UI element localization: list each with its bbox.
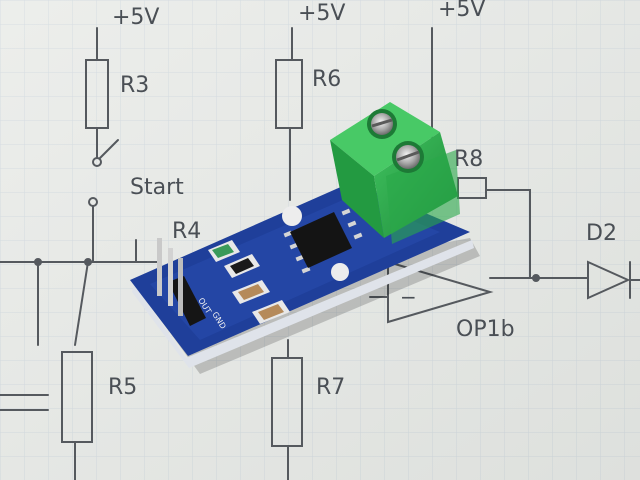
- header-pins: [157, 238, 206, 326]
- smd-resistor: [224, 254, 260, 278]
- smd-led: [208, 240, 240, 262]
- smd-capacitor-1: [232, 280, 270, 304]
- pcb-highlight: [150, 196, 440, 340]
- header-pin-2: [168, 248, 173, 306]
- mounting-hole-right: [331, 263, 349, 281]
- label-d2: D2: [586, 221, 617, 246]
- label-r7: R7: [316, 375, 345, 400]
- label-r5: R5: [108, 375, 137, 400]
- label-r8: R8: [454, 147, 483, 172]
- screw-terminal: [330, 102, 460, 244]
- smd-capacitor-2: [252, 300, 290, 324]
- label-r3: R3: [120, 73, 149, 98]
- current-sensor-chip: [283, 208, 363, 274]
- label-minus: −: [400, 285, 417, 309]
- sensor-module: OUT GND: [130, 102, 480, 374]
- mounting-hole-left: [282, 206, 302, 226]
- header-pin-3: [178, 258, 183, 316]
- label-supply-3: +5V: [438, 0, 485, 22]
- label-start: Start: [130, 175, 184, 200]
- header-pin-1: [157, 238, 162, 296]
- label-r6: R6: [312, 67, 341, 92]
- label-supply-1: +5V: [112, 5, 159, 30]
- schematic-drawing: [0, 27, 640, 480]
- label-r4: R4: [172, 219, 201, 244]
- label-opamp: OP1b: [456, 317, 515, 342]
- label-supply-2: +5V: [298, 1, 345, 26]
